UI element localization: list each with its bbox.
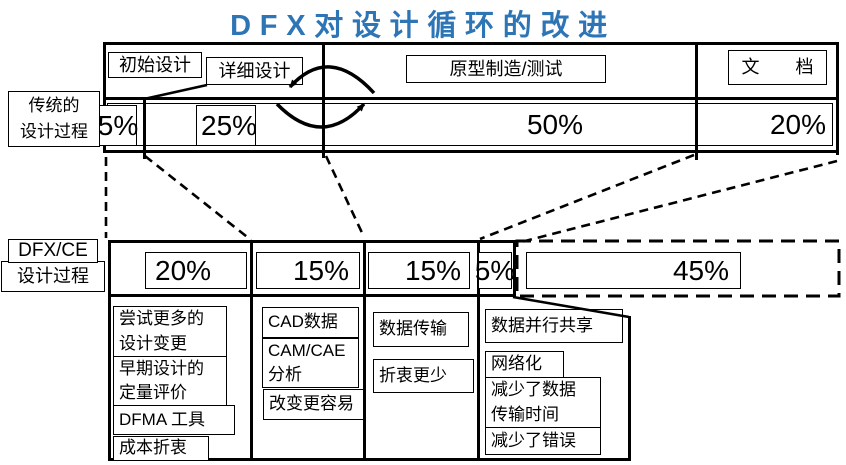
traditional-process-label-line2: 设计过程 <box>20 122 88 141</box>
dfx-percent-detailed: 15% <box>256 252 360 289</box>
note-more-design-changes: 尝试更多的 设计变更 <box>113 306 227 357</box>
dfx-percent-documentation: 5% <box>474 252 516 289</box>
dfx-percent-prototype: 15% <box>368 252 470 289</box>
trad-divider-5-25 <box>143 97 146 159</box>
projection-detailed-boundary <box>324 155 366 238</box>
trad-percent-documentation: 20% <box>700 104 833 146</box>
phase-header-prototype-test: 原型制造/测试 <box>406 55 606 83</box>
projection-initial-boundary <box>144 154 252 242</box>
dfx-divider-20-15 <box>250 240 253 461</box>
note-cost-tradeoff: 成本折衷 <box>113 436 209 461</box>
dfx-percent-detailed-value: 15% <box>292 254 349 286</box>
trad-percent-detailed-value: 25% <box>201 109 258 141</box>
dfx-divider-15-15 <box>363 240 366 461</box>
trad-percent-prototype-value: 50% <box>526 109 584 140</box>
dfx-row-right-border <box>513 240 516 297</box>
note-easier-changes: 改变更容易 <box>263 389 364 420</box>
trad-table-row-divider <box>103 97 839 100</box>
projection-prototype-boundary <box>479 153 695 241</box>
dfx-percent-initial-value: 20% <box>155 254 212 286</box>
dfx-process-label-line2: 设计过程 <box>17 266 89 287</box>
dfx-row-bottom-border <box>108 294 516 297</box>
note-reduced-transfer-time: 减少了数据 传输时间 <box>485 377 601 428</box>
dfx-percent-saved: 45% <box>526 252 741 289</box>
note-parallel-data-sharing: 数据并行共享 <box>485 309 623 343</box>
dfx-percent-documentation-value: 5% <box>474 254 516 286</box>
trad-percent-initial-value: 5% <box>97 109 139 141</box>
trad-percent-prototype: 50% <box>420 104 690 146</box>
dfx-process-label-line2-box: 设计过程 <box>1 261 105 292</box>
dfx-left-border <box>108 240 111 461</box>
trad-divider-50-20 <box>695 42 698 160</box>
phase-header-documentation-label: 文 档 <box>741 57 814 78</box>
note-networked: 网络化 <box>485 351 564 378</box>
phase-header-detailed-design: 详细设计 <box>206 57 303 85</box>
trad-percent-detailed: 25% <box>196 105 258 146</box>
phase-header-prototype-test-label: 原型制造/测试 <box>449 58 563 79</box>
trad-table-top-border <box>103 42 839 45</box>
dfx-percent-saved-value: 45% <box>672 254 729 286</box>
phase-header-initial-design-label: 初始设计 <box>119 54 191 75</box>
dfx-row-top-border <box>108 240 516 243</box>
note-data-transfer: 数据传输 <box>373 312 469 347</box>
dfx-process-label-line1-box: DFX/CE <box>8 239 98 263</box>
projection-right-edge <box>520 159 838 244</box>
notes-col4-right-border <box>628 316 631 461</box>
phase-header-initial-design: 初始设计 <box>108 52 202 78</box>
notes-bottom-border <box>108 458 631 461</box>
trad-percent-documentation-value: 20% <box>769 109 826 140</box>
dfx-percent-prototype-value: 15% <box>404 254 461 286</box>
note-dfma-tools: DFMA 工具 <box>113 405 235 435</box>
dfx-divider-15-5 <box>477 240 480 461</box>
note-reduced-errors: 减少了错误 <box>485 427 601 455</box>
note-fewer-tradeoffs: 折衷更少 <box>373 359 474 393</box>
trad-divider-25-50 <box>322 42 325 158</box>
trad-table-bottom-border <box>103 150 839 153</box>
diagram-title: DFX对设计循环的改进 <box>230 10 616 42</box>
note-cad-data: CAD数据 <box>262 307 359 338</box>
dfx-process-label-line1: DFX/CE <box>18 240 88 262</box>
note-early-quantitative-eval: 早期设计的 定量评价 <box>113 356 227 406</box>
phase-header-detailed-design-label: 详细设计 <box>218 60 291 81</box>
note-cam-cae-analysis: CAM/CAE 分析 <box>262 338 359 388</box>
traditional-process-label-line1: 传统的 <box>28 95 80 115</box>
trad-percent-initial: 5% <box>97 105 139 146</box>
traditional-process-label: 传统的 设计过程 <box>8 91 100 147</box>
dfx-percent-initial: 20% <box>145 252 247 289</box>
phase-header-documentation: 文 档 <box>728 50 827 85</box>
